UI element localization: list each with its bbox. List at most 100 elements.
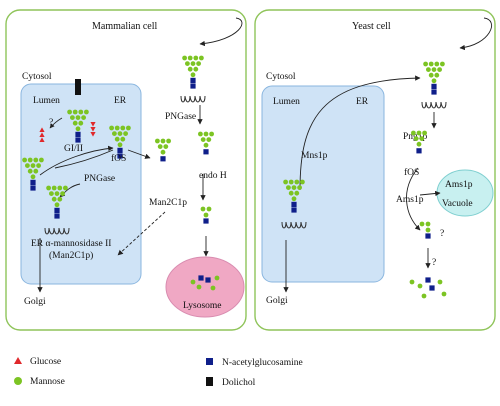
arrow-incoming-yeast: [459, 17, 492, 51]
mannose-residue: [200, 206, 206, 212]
mannose-residue: [196, 61, 202, 66]
mannose-residue: [294, 179, 300, 185]
mannose-residue: [441, 291, 447, 297]
yeast-question-1: ?: [440, 229, 444, 239]
mannose-residue: [190, 61, 196, 66]
mannose-residue: [72, 109, 78, 115]
mannose-residue: [300, 179, 305, 185]
mannose-residue: [51, 196, 57, 202]
mannose-residue: [160, 138, 166, 144]
mannose-residue: [114, 136, 120, 142]
mannose-residue: [51, 185, 57, 191]
mannose-residue: [187, 55, 193, 61]
mannose-residue: [117, 131, 123, 137]
mannose-residue: [431, 78, 437, 84]
dolichol-bar: [75, 79, 81, 95]
mannose-residue: [125, 125, 131, 131]
mannose-residue: [214, 275, 220, 281]
mannose-residue: [112, 131, 117, 137]
mannose-residue: [203, 212, 209, 218]
mannose-residue: [120, 125, 126, 131]
mannose-residue: [421, 293, 427, 299]
glcnac-residue: [431, 83, 437, 89]
mannose-residue: [210, 285, 216, 291]
glcnac-residue: [190, 77, 196, 83]
mannosidase-label-2: (Man2C1p): [49, 250, 93, 261]
question-arrow: [49, 117, 63, 129]
mannose-residue: [294, 190, 300, 196]
lysosome-contents: [190, 275, 220, 291]
mannose-residue: [157, 144, 163, 150]
mannose-residue: [33, 168, 39, 174]
mannose-residue: [33, 157, 39, 163]
glcnac-residue: [203, 149, 209, 155]
glycan-dolichol-linked: [67, 109, 89, 143]
mannose-residue: [419, 136, 425, 142]
arrow-into-vacuole: [419, 190, 441, 197]
mannose-residue: [160, 149, 166, 155]
mannose-residue: [291, 185, 297, 191]
mannose-residue: [409, 279, 415, 285]
mannose-residue: [190, 72, 196, 78]
glcnac-residue: [425, 277, 431, 283]
membrane-wiggle: [421, 101, 447, 109]
glcnac-residue: [291, 201, 297, 207]
glcnac-residue: [190, 83, 196, 89]
mannose-residue: [422, 130, 427, 136]
golgi-label-yeast: Golgi: [266, 296, 288, 306]
glycan-incoming-mammalian: [182, 55, 204, 89]
mannose-residue: [426, 67, 431, 72]
mannosidase-label-1: ER α-mannosidase II: [31, 239, 111, 249]
mammalian-cell-title: Mammalian cell: [92, 21, 157, 32]
mannose-residue: [63, 185, 68, 191]
mammalian-lumen-label: Lumen: [33, 96, 60, 106]
mannose-residue: [163, 144, 169, 150]
mannose-residue: [199, 55, 204, 61]
mannose-residue: [196, 284, 202, 290]
glycan-small-cytosol: [200, 206, 212, 224]
arrow-incoming-mammalian: [199, 17, 243, 47]
mannose-residue: [75, 115, 81, 120]
mannose-residue: [431, 67, 437, 72]
mannose-residue: [286, 185, 291, 191]
glcnac-residue: [75, 131, 81, 137]
glycan-er-trimmed: [109, 125, 131, 159]
yeast-question-2: ?: [432, 258, 436, 268]
mannose-residue: [428, 61, 434, 67]
mannose-residue: [203, 131, 209, 137]
membrane-wiggle: [281, 221, 307, 229]
glucose-residue: [39, 127, 45, 132]
mannose-residue: [206, 137, 212, 143]
legend-mannose-label: Mannose: [30, 377, 65, 387]
glucose-residue: [90, 122, 96, 127]
mannose-residue: [54, 191, 60, 197]
mannose-residue: [423, 61, 428, 67]
glcnac-residue: [160, 156, 166, 162]
membrane-anchor-er: [44, 227, 70, 235]
lysosome: [165, 256, 245, 318]
mannose-residue: [49, 191, 54, 197]
mannose-residue: [425, 227, 431, 233]
glcnac-residue: [117, 147, 123, 153]
mannose-residue: [291, 196, 297, 202]
mannose-residue: [288, 179, 294, 185]
mannose-residue: [22, 157, 27, 163]
golgi-label-mammalian: Golgi: [24, 297, 46, 307]
mannose-residue: [411, 130, 416, 136]
vacuole-label: Vacuole: [442, 199, 473, 209]
fos-er-label: fOS: [111, 153, 126, 164]
mannose-residue: [428, 72, 434, 78]
glcnac-residue: [75, 137, 81, 143]
mannose-residue: [288, 190, 294, 196]
mannose-residue: [437, 279, 443, 285]
yeast-cell-title: Yeast cell: [352, 21, 391, 32]
lysosome-label: Lysosome: [183, 301, 222, 311]
mannose-residue: [36, 163, 41, 169]
mannose-residue: [416, 141, 422, 147]
mannose-residue: [200, 137, 206, 143]
mannose-residue: [434, 72, 440, 78]
glucose-arrow-up: [39, 127, 45, 142]
glycan-fos-yeast: [411, 130, 427, 154]
glcnac-residue: [30, 179, 36, 185]
mannose-residue: [70, 115, 75, 120]
